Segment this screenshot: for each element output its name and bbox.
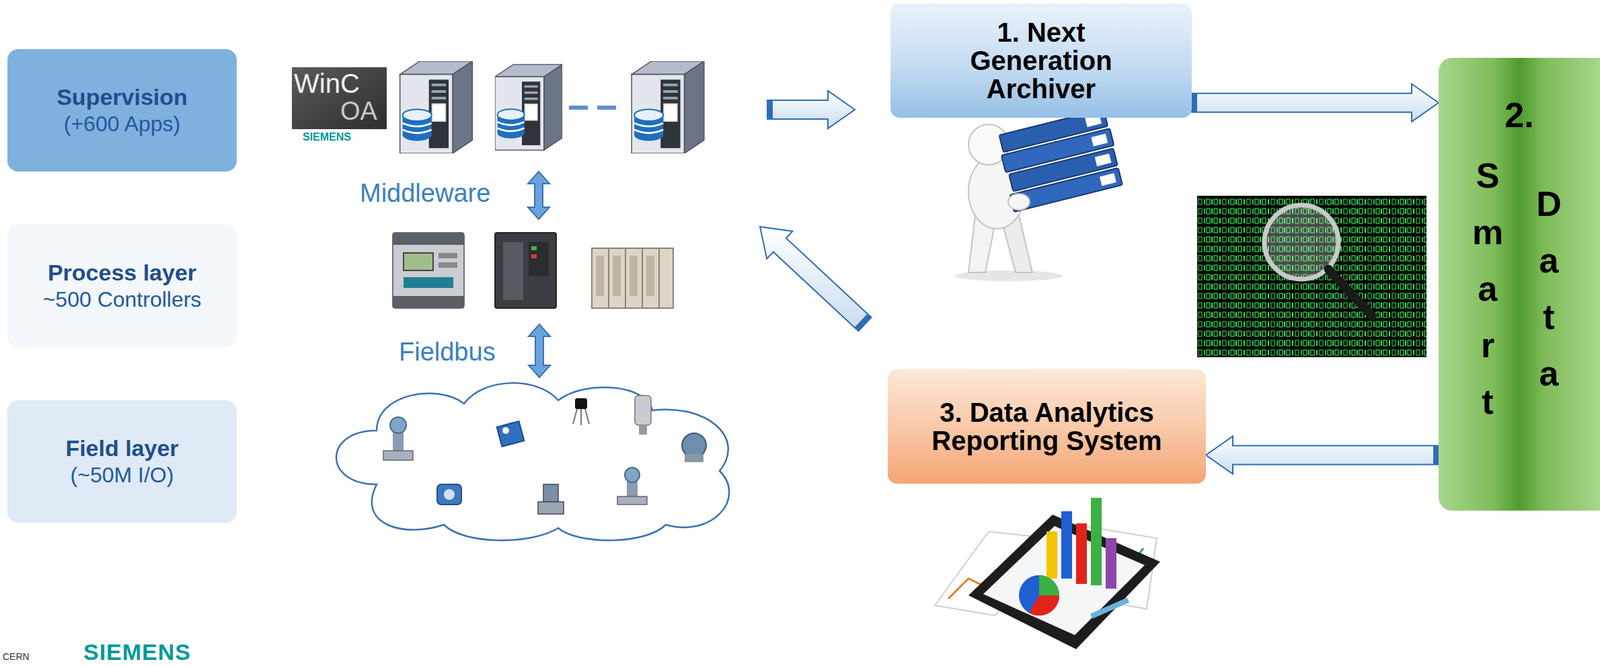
box-subtitle: (~50M I/O): [70, 462, 175, 488]
step-number: 2.: [1438, 94, 1600, 136]
layer-box: Supervision(+600 Apps): [7, 49, 237, 172]
binder-figure: [955, 108, 1124, 282]
analytics-chart-image: [934, 497, 1161, 650]
brand-logo: SIEMENS: [83, 638, 192, 666]
wincc-logo: [291, 67, 387, 130]
box-title: 3. Data Analytics Reporting System: [905, 398, 1189, 455]
archiver-box: 1. Next Generation Archiver: [890, 3, 1192, 118]
box-title: Field layer: [65, 434, 179, 463]
flow-arrows: [759, 90, 872, 331]
logo-brand: SIEMENS: [302, 131, 352, 144]
box-title: Process layer: [47, 258, 197, 287]
box-title: Supervision: [56, 83, 188, 111]
layer-link-label: Middleware: [359, 178, 491, 208]
box-subtitle: (+600 Apps): [63, 110, 181, 137]
flow-arrow: [1191, 84, 1439, 122]
controller-icons: [392, 232, 674, 309]
vertical-title: Data: [1531, 175, 1567, 402]
logo-text: WinC: [293, 68, 360, 99]
smart-data-band: 2. Smart Data: [1438, 57, 1600, 511]
field-cloud: [336, 382, 730, 541]
double-arrows: [527, 171, 551, 378]
server-icons: [400, 61, 705, 154]
vertical-title: Smart: [1470, 147, 1506, 430]
box-subtitle: ~500 Controllers: [43, 286, 202, 313]
reporting-box: 3. Data Analytics Reporting System: [887, 369, 1206, 484]
logo-text: OA: [340, 96, 378, 126]
layer-box: Field layer(~50M I/O): [7, 400, 237, 523]
layer-link-label: Fieldbus: [398, 337, 496, 367]
flow-arrow: [1205, 436, 1439, 475]
binary-data-image: [1197, 195, 1427, 358]
layer-box: Process layer~500 Controllers: [7, 224, 237, 348]
box-title: 1. Next Generation Archiver: [940, 18, 1142, 103]
org-label: CERN: [2, 651, 30, 662]
